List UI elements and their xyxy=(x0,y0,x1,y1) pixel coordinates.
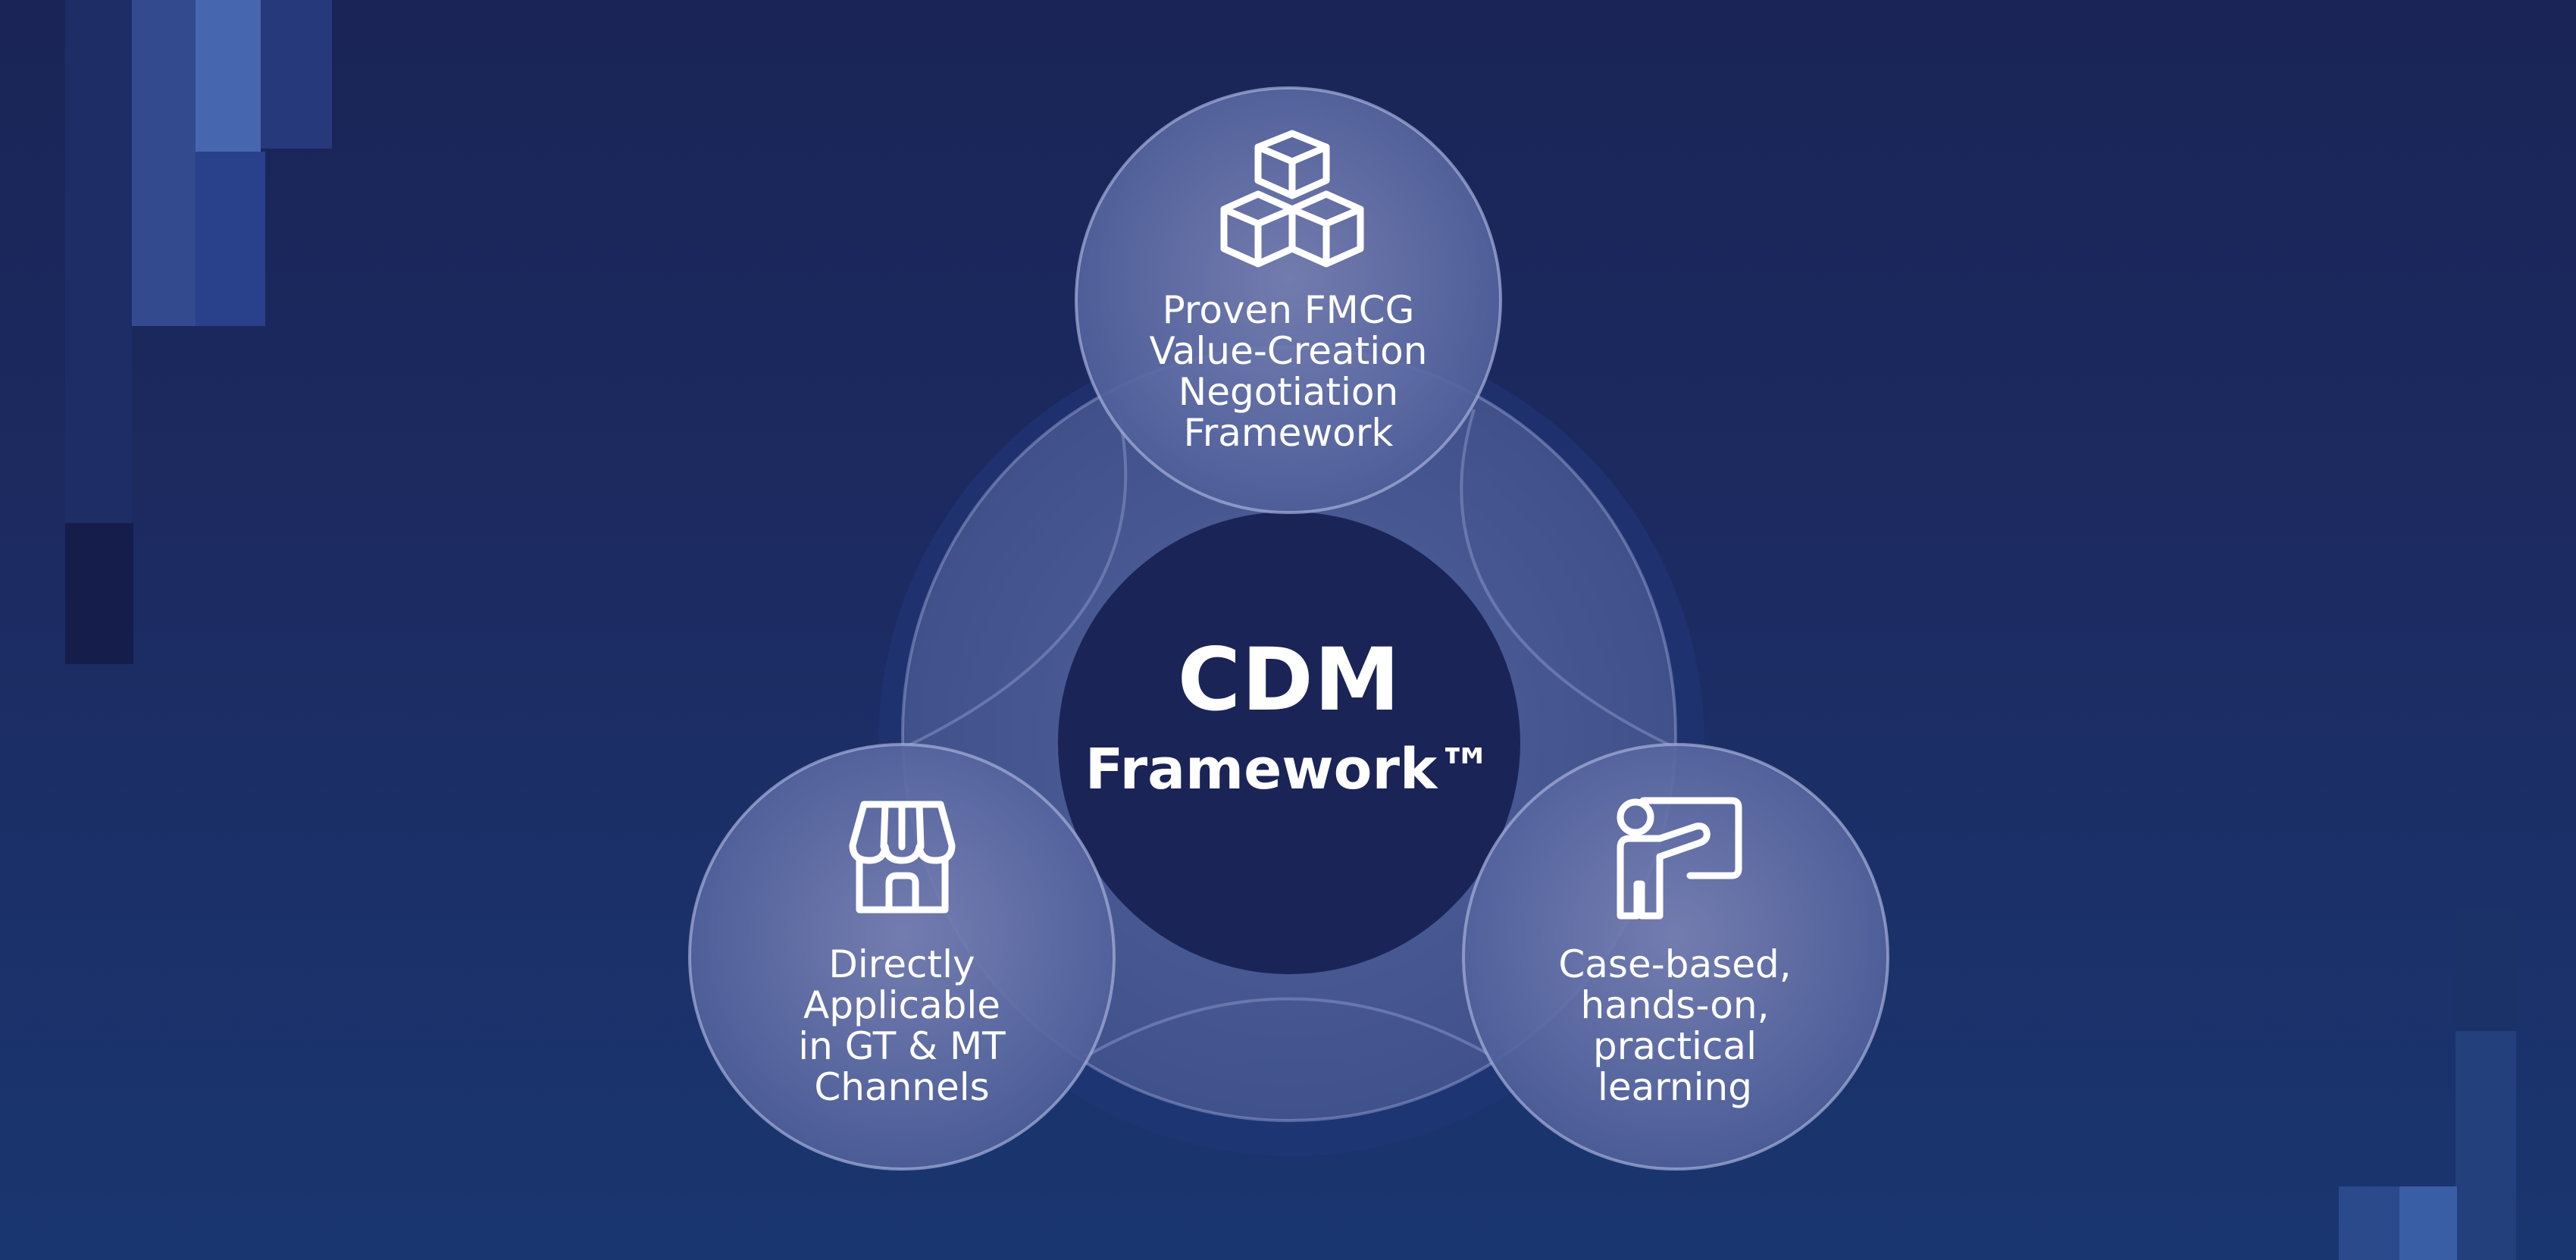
storefront-icon xyxy=(849,801,956,914)
teacher-board-icon xyxy=(1617,797,1742,920)
decorative-bar xyxy=(2339,1186,2399,1260)
decorative-bar xyxy=(132,0,196,326)
center-subtitle: Framework™ xyxy=(1085,737,1494,802)
connector-arc xyxy=(905,409,1128,748)
node-label-right: Case-based, hands-on, practical learning xyxy=(1558,942,1792,1109)
decorative-bar xyxy=(65,523,133,664)
center-title: CDM xyxy=(1177,629,1401,730)
node-circle-top xyxy=(1076,88,1501,512)
decorative-bar xyxy=(196,152,265,326)
decorative-bar xyxy=(2399,1186,2457,1260)
node-label-top: Proven FMCG Value-Creation Negotiation F… xyxy=(1149,288,1428,455)
connector-arc xyxy=(1083,997,1495,1059)
node-circle-right xyxy=(1463,744,1888,1169)
node-label-left: Directly Applicable in GT & MT Channels xyxy=(798,942,1006,1109)
decorative-bar xyxy=(65,0,132,523)
decorative-bar xyxy=(196,0,261,152)
node-circle-left xyxy=(690,744,1114,1169)
cubes-icon xyxy=(1220,130,1364,268)
center-circle xyxy=(1058,512,1520,974)
decorative-bar xyxy=(2455,910,2516,1031)
decorative-bar xyxy=(261,0,332,149)
connector-arc xyxy=(1460,409,1674,748)
decorative-bar xyxy=(2455,1031,2516,1260)
